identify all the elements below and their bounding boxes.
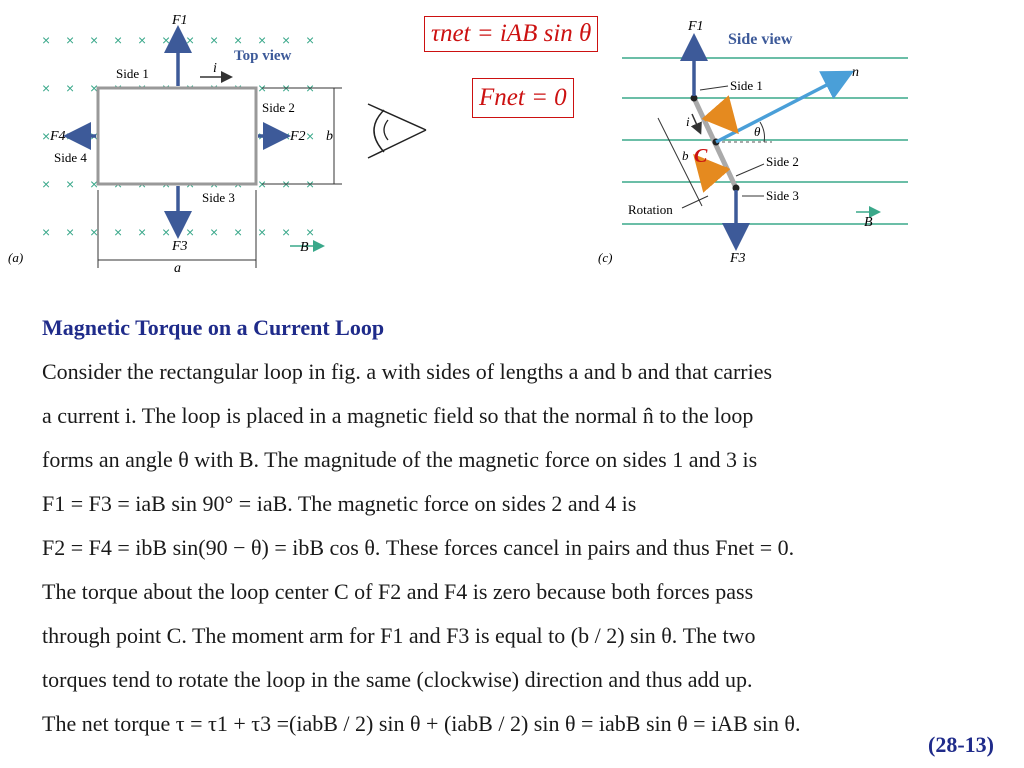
field-x-mark: × (90, 80, 98, 96)
field-x-mark: × (162, 224, 170, 240)
current-loop (96, 86, 258, 186)
text-block: Magnetic Torque on a Current Loop Consid… (42, 306, 1002, 746)
leader-side-2 (735, 163, 765, 177)
field-label-a: B (300, 240, 309, 255)
side-1-label: Side 1 (116, 66, 149, 81)
figure-a: ××××××××××××××××××××××××××××××××××××××××… (8, 13, 908, 276)
dim-b-line-c (657, 117, 703, 207)
f3-label-c: F3 (729, 251, 746, 266)
center-c-label: C (694, 145, 708, 167)
f3-label-a: F3 (171, 239, 188, 254)
paragraph-line-4: F1 = F3 = iaB sin 90° = iaB. The magneti… (42, 491, 637, 516)
side-3-label-c: Side 3 (766, 188, 799, 203)
force-equation-box: Fnet = 0 (472, 78, 574, 118)
field-x-mark: × (210, 32, 218, 48)
field-x-mark: × (234, 224, 242, 240)
side-4-label: Side 4 (54, 150, 87, 165)
slide-number: (28-13) (928, 732, 994, 757)
field-x-mark: × (66, 176, 74, 192)
paragraph-line-8: torques tend to rotate the loop in the s… (42, 667, 753, 692)
side-2-label-c: Side 2 (766, 154, 799, 169)
field-x-mark: × (306, 128, 314, 144)
field-x-mark: × (66, 80, 74, 96)
field-x-mark: × (306, 224, 314, 240)
field-x-mark: × (210, 224, 218, 240)
field-x-mark: × (66, 224, 74, 240)
torque-equation-box: τnet = iAB sin θ (424, 16, 599, 52)
f1-label-c: F1 (687, 19, 704, 34)
field-x-mark: × (114, 224, 122, 240)
rotation-label: Rotation (628, 202, 673, 217)
leader-rotation (681, 195, 709, 209)
field-x-mark: × (90, 224, 98, 240)
field-x-mark: × (42, 128, 50, 144)
eye-icon (367, 103, 427, 159)
field-x-mark: × (138, 224, 146, 240)
field-x-mark: × (306, 32, 314, 48)
paragraph-line-5: F2 = F4 = ibB sin(90 − θ) = ibB cos θ. T… (42, 535, 795, 560)
panel-c-label: (c) (598, 250, 612, 265)
side-1-label-c: Side 1 (730, 78, 763, 93)
dim-b-label-c: b (682, 148, 689, 163)
rotation-arrow-bottom (693, 153, 731, 193)
paragraph-line-9: The net torque τ = τ1 + τ3 =(iabB / 2) s… (42, 711, 801, 736)
theta-label: θ (754, 124, 761, 139)
dim-b-label-a: b (326, 129, 333, 144)
rotation-arrow-top (701, 95, 739, 135)
paragraph-line-3: forms an angle θ with B. The magnitude o… (42, 447, 758, 472)
field-x-mark: × (282, 32, 290, 48)
field-x-mark: × (42, 32, 50, 48)
side-view-label: Side view (728, 31, 793, 48)
panel-a-label: (a) (8, 250, 23, 265)
field-x-mark: × (42, 80, 50, 96)
field-x-mark: × (282, 224, 290, 240)
field-x-mark: × (258, 224, 266, 240)
paragraph-line-1: Consider the rectangular loop in fig. a … (42, 359, 773, 384)
side-1-point (690, 94, 698, 102)
f1-label-a: F1 (171, 13, 188, 28)
dim-a-label: a (174, 261, 181, 276)
field-x-mark: × (42, 176, 50, 192)
normal-label: n (852, 65, 859, 80)
f4-label-a: F4 (49, 129, 66, 144)
field-x-mark: × (42, 224, 50, 240)
field-x-mark: × (66, 32, 74, 48)
field-x-mark: × (114, 32, 122, 48)
field-x-mark: × (186, 32, 194, 48)
field-x-mark: × (258, 32, 266, 48)
field-x-mark: × (186, 224, 194, 240)
heading: Magnetic Torque on a Current Loop (42, 315, 385, 340)
theta-arc (759, 121, 765, 143)
torque-equation: τnet = iAB sin θ (431, 20, 592, 47)
paragraph-line-2: a current i. The loop is placed in a mag… (42, 403, 754, 428)
field-x-mark: × (90, 32, 98, 48)
current-label-a: i (213, 61, 217, 76)
current-arrow-c (690, 113, 702, 135)
field-label-c: B (864, 215, 873, 230)
paragraph-line-6: The torque about the loop center C of F2… (42, 579, 754, 604)
side-3-point (732, 184, 740, 192)
field-x-mark: × (162, 32, 170, 48)
field-x-mark: × (138, 32, 146, 48)
field-x-mark: × (90, 176, 98, 192)
force-equation: Fnet = 0 (479, 84, 567, 111)
figure-c (622, 33, 908, 251)
side-3-label: Side 3 (202, 190, 235, 205)
f2-label-a: F2 (289, 129, 306, 144)
paragraph-line-7: through point C. The moment arm for F1 a… (42, 623, 756, 648)
side-2-label: Side 2 (262, 100, 295, 115)
current-label-c: i (686, 114, 690, 129)
top-view-label: Top view (234, 48, 292, 64)
field-x-mark: × (234, 32, 242, 48)
leader-side-1 (699, 85, 729, 91)
